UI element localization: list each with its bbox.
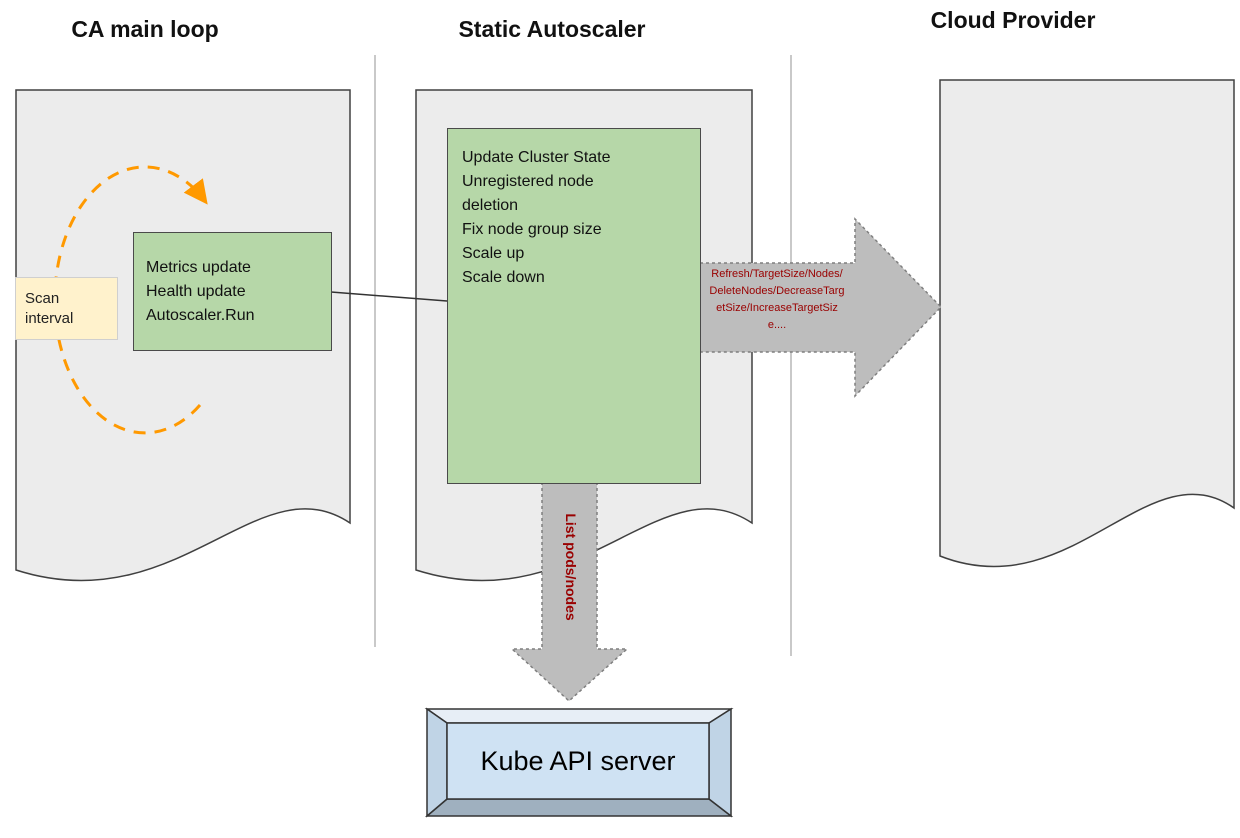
main-loop-actions-box: Metrics update Health update Autoscaler.… bbox=[133, 232, 332, 351]
kube-box-face bbox=[446, 722, 710, 800]
kube-box-top-bevel bbox=[424, 708, 734, 724]
column-title-static-autoscaler: Static Autoscaler bbox=[458, 16, 646, 42]
kube-box-left-bevel bbox=[426, 707, 448, 818]
scan-interval-box: Scan interval bbox=[15, 277, 118, 340]
list-pods-nodes-label: List pods/nodes bbox=[563, 513, 579, 621]
connector-main-loop-to-autoscaler bbox=[330, 291, 448, 302]
cloud-provider-calls-label: Refresh/TargetSize/Nodes/DeleteNodes/Dec… bbox=[709, 268, 845, 331]
scan-loop-arrow bbox=[53, 165, 208, 435]
column-title-ca-main-loop: CA main loop bbox=[71, 16, 219, 42]
arrow-to-cloud-provider bbox=[699, 217, 943, 398]
column-title-cloud-provider: Cloud Provider bbox=[930, 7, 1096, 33]
autoscaler-steps-box: Update Cluster State Unregistered node d… bbox=[447, 128, 701, 484]
document-shape-cloud-provider bbox=[939, 79, 1235, 568]
kube-box-right-bevel bbox=[708, 707, 732, 818]
kube-api-server-label: Kube API server bbox=[480, 745, 676, 776]
kube-box-bottom-bevel bbox=[424, 798, 734, 817]
arrow-to-kube-api-server bbox=[510, 482, 629, 703]
kube-api-server-box bbox=[424, 707, 734, 818]
